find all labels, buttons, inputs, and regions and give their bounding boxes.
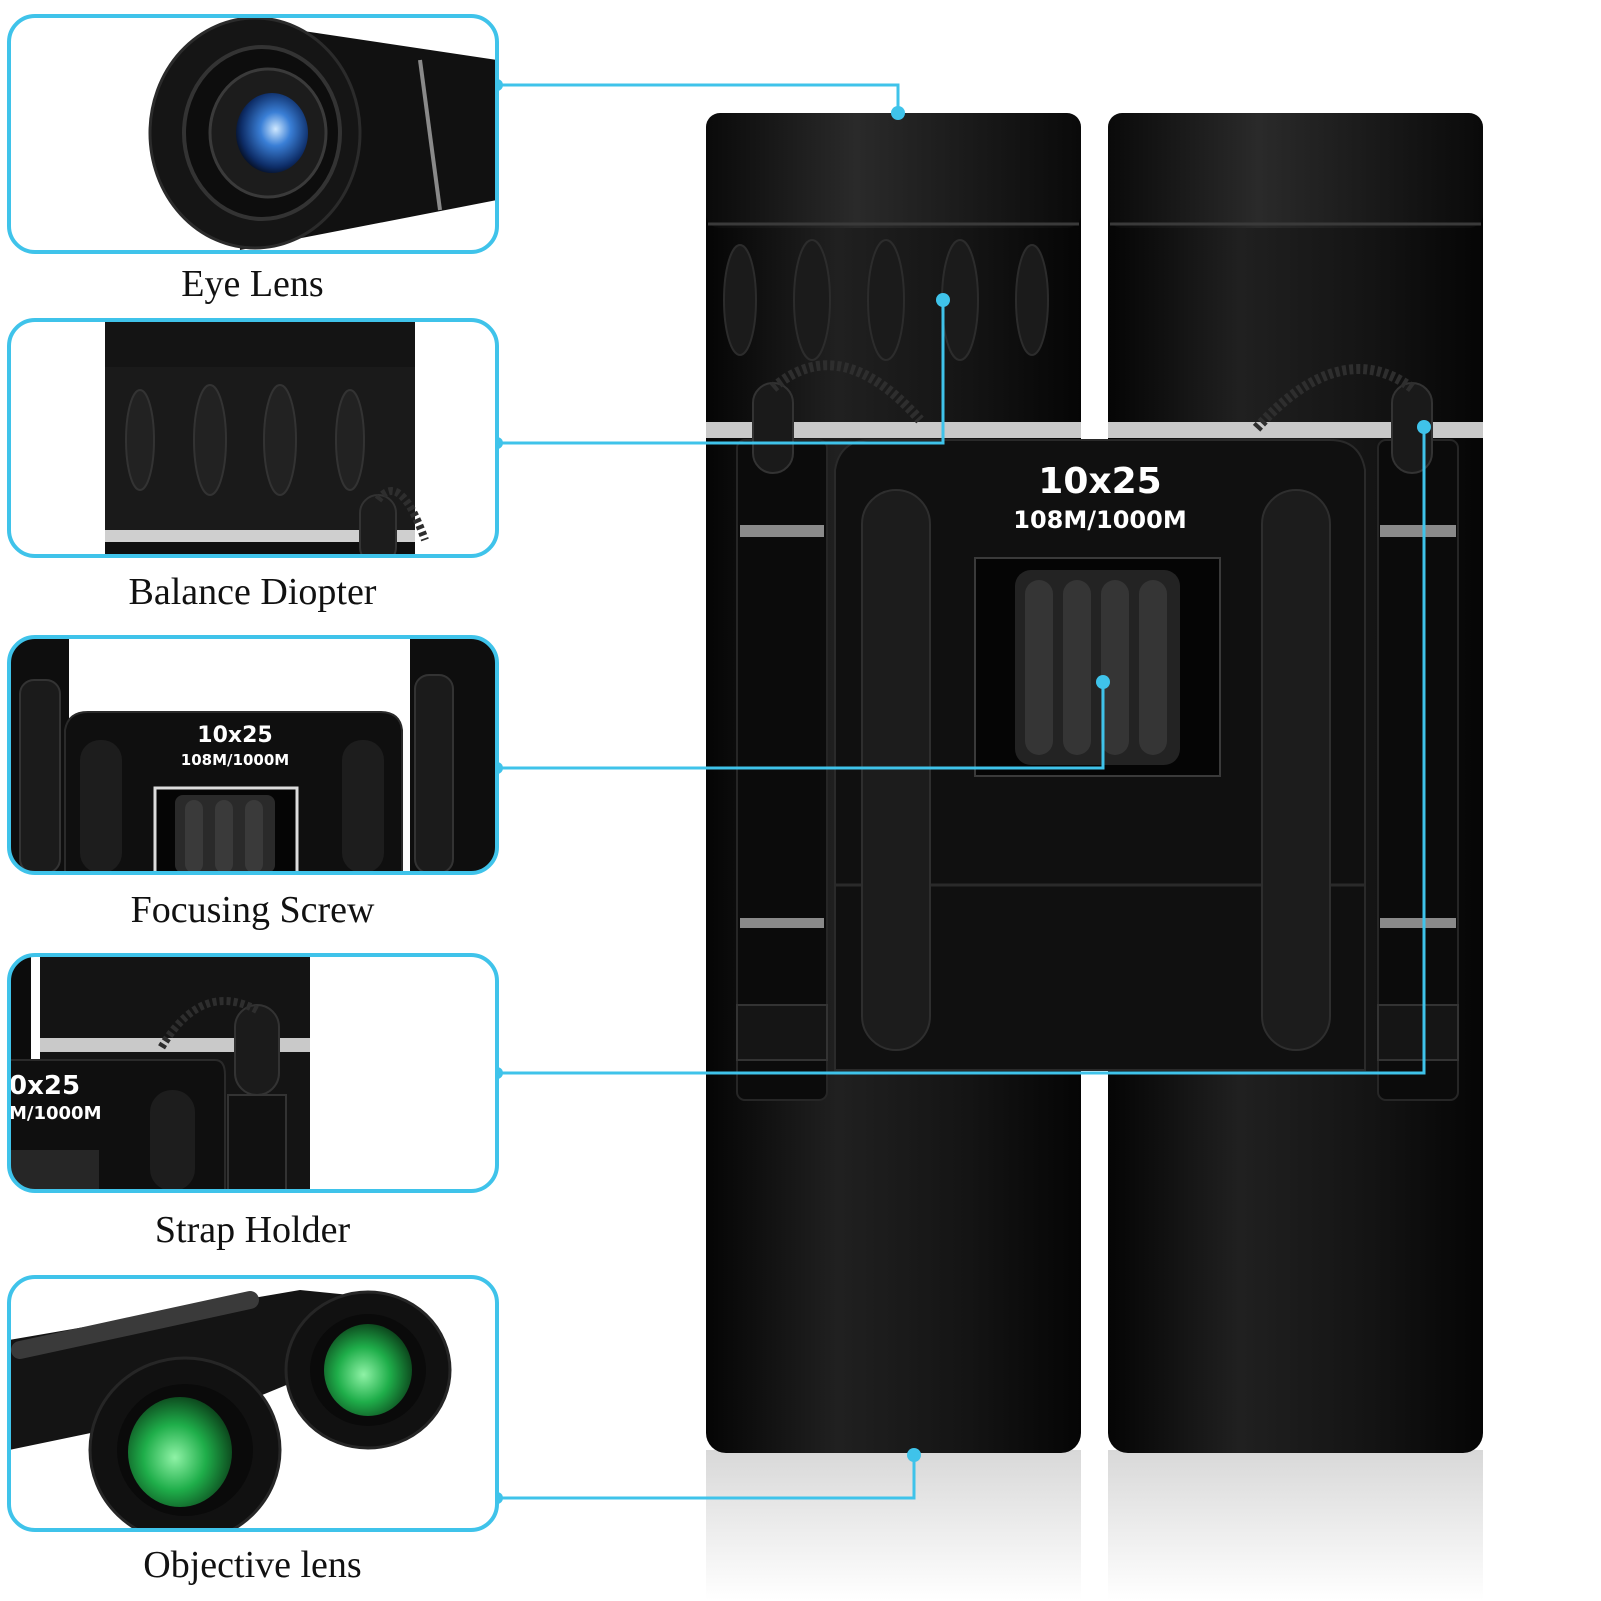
panel-strap-holder: 0x25 M/1000M [7,953,499,1193]
binocular-spec-text: 108M/1000M [1013,506,1186,534]
label-strap-holder: Strap Holder [154,1209,351,1251]
right-silver-ring [1108,422,1483,438]
strap-holder-inset-spec: M/1000M [9,1103,102,1124]
label-focusing-screw: Focusing Screw [130,889,375,931]
diopter-ring-grips [723,239,1049,361]
panel-objective-lens [7,1275,499,1532]
left-eyecup [706,113,1081,228]
callout-line-eye-lens [497,83,900,113]
callout-line-objective-lens [497,1455,916,1500]
callout-dots [491,79,1431,1504]
focusing-screw-inset-model: 10x25 [197,723,272,748]
left-silver-ring [706,422,1081,438]
label-eye-lens: Eye Lens [181,263,324,305]
panel-focusing-screw: 10x25 108M/1000M [7,635,499,875]
label-balance-diopter: Balance Diopter [128,571,377,613]
callout-line-strap-holder [497,427,1426,1075]
reflection-left [706,1450,1081,1600]
panel-objective-lens-frame [7,1275,499,1532]
bridge-bar-right [1261,489,1331,1051]
callout-line-focusing-screw [497,682,1105,770]
reflection-right [1108,1450,1483,1600]
eye-lens-glass [236,93,308,173]
panel-eye-lens-frame [7,14,499,254]
panel-balance-diopter-frame [7,318,499,558]
strap-holder-posts [752,360,1433,474]
objective-glass-right [324,1324,412,1416]
panel-strap-holder-frame [7,953,499,1193]
label-objective-lens: Objective lens [143,1544,362,1586]
panel-focusing-screw-frame [7,635,499,875]
callout-line-balance-diopter [497,300,945,445]
panel-eye-lens [7,14,499,254]
panel-balance-diopter [7,318,499,558]
bridge-bar-left [861,489,931,1051]
hinge-pillars [736,439,1459,1101]
main-binocular: 10x25 108M/1000M [706,113,1483,1600]
focusing-screw-inset-spec: 108M/1000M [181,751,289,769]
strap-holder-inset-model: 0x25 [9,1071,80,1101]
callout-lines [497,83,1426,1500]
objective-glass-left [128,1397,232,1507]
focus-wheel [1015,570,1180,765]
binocular-model-text: 10x25 [1038,461,1161,502]
right-eyecup [1108,113,1483,228]
